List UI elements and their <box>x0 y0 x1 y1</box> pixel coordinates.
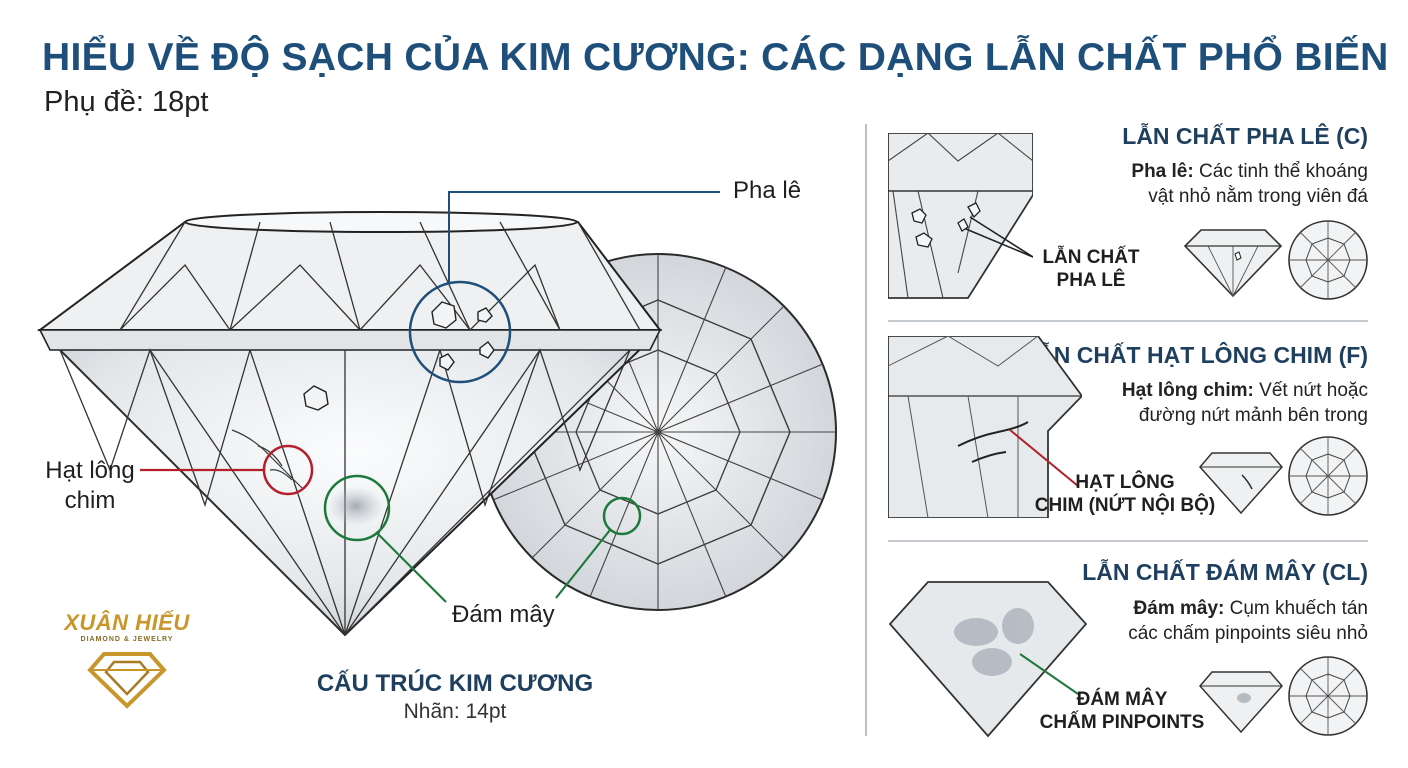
panel-tag: ĐÁM MÂY CHẤM PINPOINTS <box>1032 688 1212 734</box>
callout-crystal: Pha lê <box>733 177 802 204</box>
panel-side-icon <box>1199 452 1283 515</box>
panel-cloud-closeup <box>888 581 1088 738</box>
panel-top-icon <box>1288 220 1368 300</box>
logo-name: XUÂN HIẾU <box>64 610 190 635</box>
diagram-caption-title: CẤU TRÚC KIM CƯƠNG <box>316 670 594 697</box>
panel-description: Hạt lông chim: Vết nứt hoặc đường nứt mả… <box>1098 378 1368 428</box>
top-cloud-highlight-circle <box>602 496 642 536</box>
panel-desc-term: Pha lê: <box>1131 161 1194 182</box>
logo-tagline: DIAMOND & JEWELRY <box>80 636 174 643</box>
panel-tag-line2: PHA LÊ <box>1056 270 1126 291</box>
panel-title: LẪN CHẤT PHA LÊ (C) <box>1122 123 1368 149</box>
diagram-caption-sub: Nhãn: 14pt <box>403 700 507 723</box>
panel-crystal-closeup <box>888 133 1033 299</box>
panel-tag: LẪN CHẤT PHA LÊ <box>1026 246 1156 292</box>
panel-desc-text: Cụm khuếch tán các chấm pinpoints siêu n… <box>1128 598 1368 644</box>
page-title: HIỂU VỀ ĐỘ SẠCH CỦA KIM CƯƠNG: CÁC DẠNG … <box>42 36 1389 79</box>
panel-top-icon <box>1288 436 1368 516</box>
panel-divider-2 <box>888 540 1368 542</box>
panel-feather-closeup <box>888 336 1082 518</box>
panel-tag-line1: ĐÁM MÂY <box>1076 689 1168 710</box>
panel-description: Pha lê: Các tinh thể khoáng vật nhỏ nằm … <box>1108 159 1368 209</box>
panel-side-icon <box>1183 229 1283 298</box>
panel-side-icon <box>1199 671 1283 734</box>
panel-tag: HẠT LÔNG CHIM (NỨT NỘI BỘ) <box>1030 471 1220 517</box>
panel-divider-1 <box>888 320 1368 322</box>
panel-top-icon <box>1288 656 1368 736</box>
panel-tag-line2: CHẤM PINPOINTS <box>1039 712 1205 733</box>
page-subtitle: Phụ đề: 18pt <box>44 86 209 118</box>
panel-title: LẪN CHẤT ĐÁM MÂY (CL) <box>1082 559 1368 585</box>
panel-desc-text: Vết nứt hoặc đường nứt mảnh bên trong <box>1138 380 1368 426</box>
crystal-highlight-circle <box>408 280 512 384</box>
panel-desc-term: Hạt lông chim: <box>1121 380 1254 401</box>
panel-description: Đám mây: Cụm khuếch tán các chấm pinpoin… <box>1108 596 1368 646</box>
brand-logo: XUÂN HIẾU DIAMOND & JEWELRY <box>52 610 202 710</box>
diamond-structure-diagram <box>36 191 837 637</box>
cloud-highlight-circle <box>323 474 391 542</box>
vertical-divider <box>865 124 867 736</box>
panel-tag-line1: HẠT LÔNG <box>1075 472 1175 493</box>
panel-title: LẪN CHẤT HẠT LÔNG CHIM (F) <box>1023 342 1368 368</box>
callout-cloud: Đám mây <box>452 601 555 628</box>
panel-desc-text: Các tinh thể khoáng vật nhỏ nằm trong vi… <box>1148 161 1368 207</box>
callout-feather: Hạt lông chim <box>45 457 135 514</box>
logo-emblem-icon <box>87 652 167 709</box>
panel-tag-line2: CHIM (NỨT NỘI BỘ) <box>1034 495 1216 516</box>
panel-tag-line1: LẪN CHẤT <box>1042 247 1140 268</box>
panel-desc-term: Đám mây: <box>1133 598 1225 619</box>
